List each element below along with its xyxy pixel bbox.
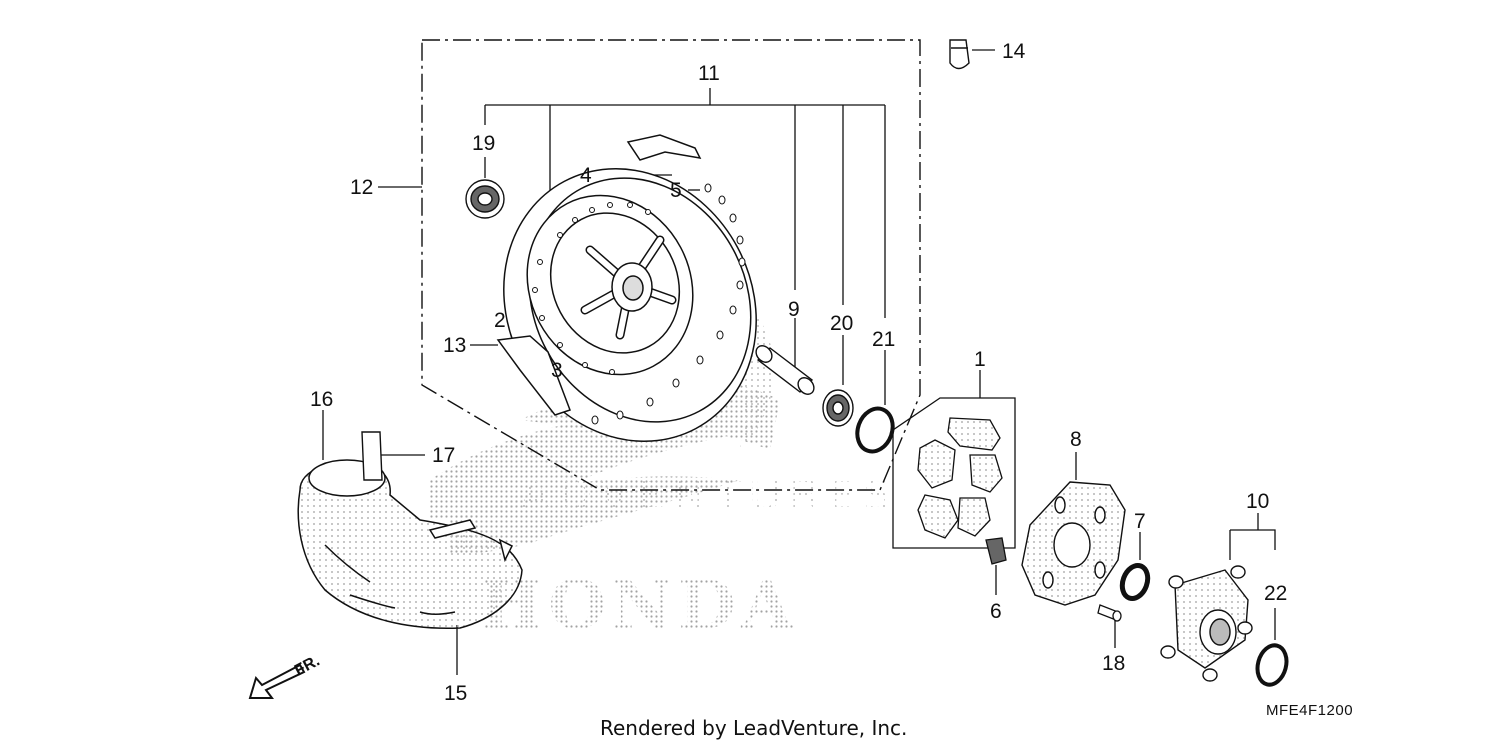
collar-6 [985,537,1007,565]
callout-18: 18 [1102,652,1125,675]
callout-7: 7 [1134,510,1146,533]
callout-6: 6 [990,600,1002,623]
watermark-brand: HONDA [480,566,799,644]
callout-4: 4 [580,164,592,187]
callout-3: 3 [551,359,563,382]
callout-16: 16 [310,388,333,411]
callout-12: 12 [350,176,373,199]
bearing-right [822,389,854,427]
damper-rubbers [917,417,1003,539]
tire-flap [361,431,383,481]
callout-1: 1 [974,348,986,371]
callout-19: 19 [472,132,495,155]
callout-2: 2 [494,309,506,332]
leader-lines [322,49,1276,675]
callout-5: 5 [670,179,682,202]
assembly-bracket [421,39,921,491]
driven-flange [1160,565,1253,682]
diagram-code: MFE4F1200 [1266,702,1354,719]
carrier-plate [1021,481,1126,606]
washer-7 [1119,563,1151,601]
o-ring-21 [855,406,895,454]
callout-21: 21 [872,328,895,351]
callout-8: 8 [1070,428,1082,451]
rear-tire [297,459,523,629]
callout-20: 20 [830,312,853,335]
watermark-dealer: ADVENTURES [520,470,899,521]
callout-10: 10 [1246,490,1269,513]
callout-9: 9 [788,298,800,321]
axle-collar [755,345,815,395]
bolt-18 [1097,604,1122,622]
callout-13: 13 [443,334,466,357]
callout-labels: 11 14 19 12 4 5 2 13 3 9 20 21 1 16 17 8… [310,40,1287,705]
o-ring-22 [1255,643,1289,687]
callout-22: 22 [1264,582,1287,605]
callout-11: 11 [698,62,720,85]
callout-14: 14 [1002,40,1026,63]
callout-15: 15 [444,682,467,705]
callout-17: 17 [432,444,455,467]
rear-wheel [496,134,757,442]
valve-cap [949,39,970,70]
render-credit: Rendered by LeadVenture, Inc. [600,716,908,740]
front-direction-arrow: FR. [248,652,323,699]
bearing-left [465,179,505,219]
